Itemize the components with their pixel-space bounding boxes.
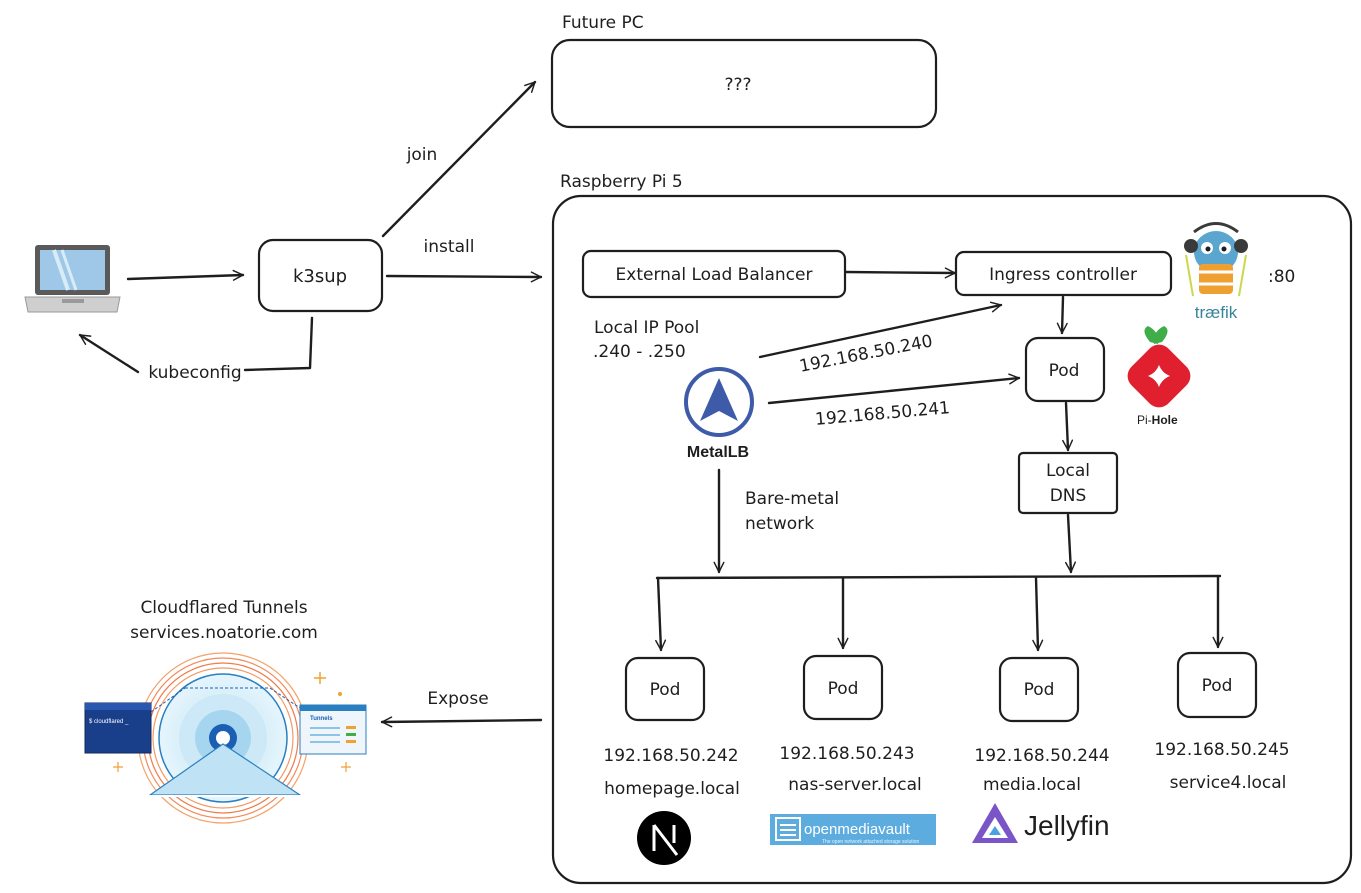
traefik-wordmark: træfik [1195,303,1238,322]
openmediavault-logo [770,814,936,845]
service-pod-3-box [998,656,1080,723]
network-bus [655,574,1222,580]
arrow-expose [380,716,543,728]
arrow-bus-to-pod-3 [1032,576,1044,652]
service-pod-4-host: service4.local [1170,773,1287,793]
ingress-controller-label: Ingress controller [989,265,1137,285]
join-label: join [406,145,438,165]
service-pod-1-label: Pod [650,680,681,700]
ingress-port-label: :80 [1268,267,1295,287]
arrow-install [385,271,543,283]
service-pod-1: Pod 192.168.50.242 homepage.local [603,656,740,799]
expose-label: Expose [427,689,488,709]
cloudflared-title: Cloudflared Tunnels [140,598,307,618]
local-dns-line2: DNS [1050,486,1087,506]
pihole-wordmark: Pi-Hole [1137,413,1178,427]
arrow-elb-to-ingress [844,267,957,279]
local-dns-line1: Local [1046,461,1090,481]
service-pod-2-host: nas-server.local [788,775,921,795]
ingress-controller-box [954,250,1173,297]
openmediavault-tagline: The open network attached storage soluti… [822,839,920,845]
pihole-wordmark-pi: Pi- [1137,413,1152,427]
pihole-logo [1127,326,1191,408]
metallb-logo [684,367,754,437]
ip-pool-line1: Local IP Pool [594,318,699,338]
arrow-metallb-to-ingress [758,301,1003,359]
service-pod-1-host: homepage.local [604,779,740,799]
arrow-join [381,80,537,238]
jellyfin-wordmark: Jellyfin [1024,810,1110,841]
arrow-kubeconfig-to-laptop [78,333,140,374]
kubeconfig-label: kubeconfig [148,363,241,383]
external-load-balancer-label: External Load Balancer [616,265,813,285]
tunnels-window-title: Tunnels [310,716,333,722]
metallb-label: MetalLB [687,444,749,461]
local-dns-box [1017,451,1119,515]
arrow-pod-to-dns [1062,401,1074,452]
k3sup-label: k3sup [293,266,347,287]
service-pod-2-box [802,654,884,721]
external-load-balancer-box [581,249,847,299]
arrow-ingress-to-pod [1056,295,1068,335]
traefik-logo [1184,222,1248,297]
service-pod-3-ip: 192.168.50.244 [974,746,1109,766]
terminal-command: $ cloudflared _ [89,719,129,725]
network-line2: network [745,514,814,534]
future-pc-content: ??? [724,75,751,95]
raspberry-pi-title: Raspberry Pi 5 [560,172,683,192]
service-pod-4-label: Pod [1202,676,1233,696]
network-line1: Bare-metal [745,489,839,509]
service-pod-2-label: Pod [828,679,859,699]
nextjs-logo [637,811,691,865]
service-pod-2: Pod 192.168.50.243 nas-server.local [779,654,922,795]
future-pc-box [550,38,938,129]
service-pod-4-box [1176,651,1258,719]
arrow-dns-to-bus [1064,513,1077,574]
arrow-laptop-to-k3sup [126,269,245,281]
service-pod-3: Pod 192.168.50.244 media.local [974,656,1110,795]
openmediavault-wordmark: openmediavault [804,821,911,838]
service-pod-1-box [624,656,706,722]
service-pod-4: Pod 192.168.50.245 service4.local [1154,651,1290,793]
install-label: install [424,237,475,257]
arrow-bus-to-pod-1 [655,576,667,652]
future-pc-title: Future PC [562,13,644,33]
laptop-icon [24,245,121,313]
service-pod-3-label: Pod [1024,680,1055,700]
service-pod-4-ip: 192.168.50.245 [1154,740,1289,760]
service-pod-3-host: media.local [983,775,1081,795]
service-pod-2-ip: 192.168.50.243 [779,744,914,764]
pihole-pod-box [1024,336,1106,403]
cloudflared-domain: services.noatorie.com [130,623,318,643]
pihole-wordmark-hole: Hole [1152,413,1178,427]
ip-pool-line2: .240 - .250 [593,342,686,362]
pihole-pod-label: Pod [1049,361,1080,381]
arrow-metallb-to-pod [767,373,1021,405]
service-pod-1-ip: 192.168.50.242 [603,746,738,766]
kubeconfig-connector [243,316,314,372]
k3sup-box [257,238,384,313]
cloudflared-tunnel-illustration [84,652,367,824]
jellyfin-logo [972,803,1018,843]
